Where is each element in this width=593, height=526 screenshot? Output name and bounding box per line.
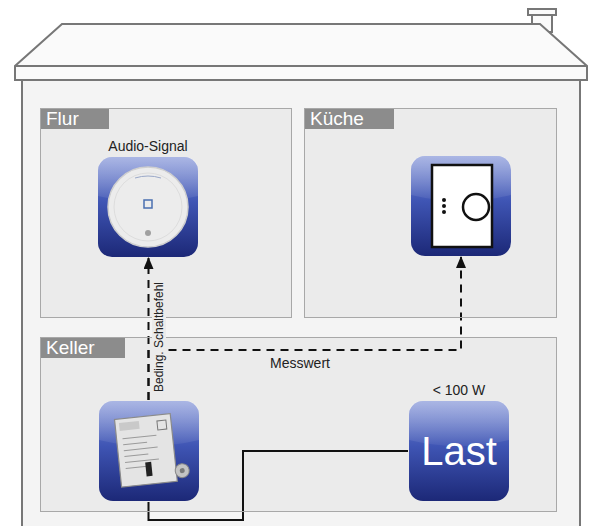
room-fill — [40, 337, 557, 512]
device-icon — [97, 400, 200, 502]
module-print — [125, 459, 159, 463]
room-panel: FlurAudio-Signal — [40, 108, 292, 318]
module-print — [123, 442, 147, 445]
roof-edge — [15, 65, 587, 67]
sensor-dot — [442, 198, 446, 202]
detector-print — [135, 176, 161, 178]
sensor-dot — [442, 204, 446, 208]
module-body — [114, 414, 177, 487]
icon-text-holder: Last — [408, 400, 510, 502]
room-title: Küche — [305, 109, 394, 129]
icon-tile — [410, 155, 512, 257]
detector-ring — [114, 173, 182, 241]
module-tab — [174, 463, 189, 478]
icon-graphic — [97, 156, 199, 258]
roof — [15, 24, 587, 80]
detector-led — [145, 230, 151, 236]
icon-graphic — [98, 400, 200, 502]
icon-tile — [411, 156, 511, 256]
sensor-dot — [442, 210, 446, 214]
module-label — [118, 421, 139, 431]
room-panel: Küche — [304, 108, 557, 318]
module-print — [122, 435, 156, 439]
device-icon: Audio-Signal — [90, 136, 206, 258]
icon-tile — [98, 400, 200, 502]
sensor-dial — [463, 194, 489, 220]
room-title: Flur — [41, 109, 109, 129]
detector-button — [144, 200, 152, 208]
icon-tile — [99, 401, 199, 501]
module-tab-hole — [179, 468, 184, 473]
icon-tile — [409, 401, 509, 501]
room-fill — [304, 108, 557, 318]
link-label: Messwert — [268, 355, 332, 371]
device-heading: Audio-Signal — [108, 136, 187, 156]
module-print — [124, 454, 148, 457]
load-text: Last — [421, 429, 497, 474]
room-title: Keller — [41, 338, 125, 358]
module-terminal — [145, 462, 152, 477]
device-icon — [410, 155, 512, 257]
link-label: Beding. Schaltbefehl — [152, 280, 166, 394]
sensor-panel — [432, 165, 492, 247]
actuator-module — [114, 412, 190, 487]
icon-tile: Last — [408, 400, 510, 502]
icon-tile — [97, 156, 199, 258]
room-fill — [40, 108, 292, 318]
chimney-cap — [528, 9, 556, 15]
module-print — [123, 447, 157, 451]
icon-tile — [98, 157, 198, 257]
icon-graphic — [410, 155, 512, 257]
device-heading: < 100 W — [433, 380, 486, 400]
device-icon: < 100 W Last — [403, 380, 515, 502]
module-button — [156, 420, 166, 430]
detector-body — [108, 167, 188, 247]
house-wall — [22, 80, 580, 526]
